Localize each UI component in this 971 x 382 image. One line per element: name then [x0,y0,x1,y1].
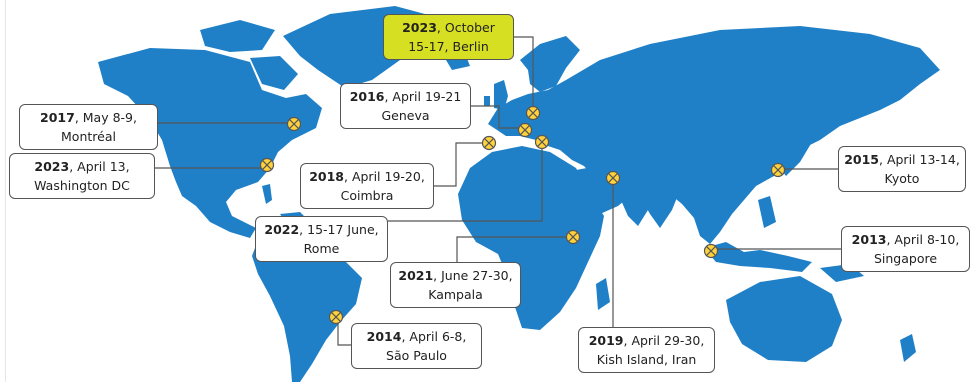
callout-date: , June 27-30, [433,268,513,283]
callout-kampala: 2021, June 27-30, Kampala [390,262,521,308]
japan-landmass [780,128,812,176]
callout-year: 2018 [309,169,344,184]
callout-place: Montréal [61,129,116,144]
baffin-landmass [250,56,298,90]
indonesia-landmass [704,242,812,272]
event-marker-washington-icon [259,157,275,173]
callout-kyoto: 2015, April 13-14, Kyoto [838,146,966,192]
event-marker-geneva-icon [517,122,533,138]
callout-year: 2022 [264,222,300,237]
callout-year: 2014 [366,329,402,344]
callout-year: 2015 [844,152,879,167]
callout-saopaulo: 2014, April 6-8, São Paulo [351,323,482,369]
callout-date: , October [436,20,495,35]
philippines-landmass [758,196,776,228]
callout-place: Washington DC [34,178,130,193]
leader-line-coimbra [434,142,489,187]
event-marker-berlin-icon [525,105,541,121]
callout-date: , April 6-8, [401,329,467,344]
callout-singapore: 2013, April 8-10, Singapore [841,226,970,272]
callout-date: , April 13-14, [879,152,960,167]
leader-line-geneva [471,105,525,129]
callout-kish: 2019, April 29-30, Kish Island, Iran [578,327,715,373]
leader-line-saopaulo [337,317,351,346]
callout-berlin: 2023, October 15-17, Berlin [383,14,514,60]
event-marker-rome-icon [534,134,550,150]
event-marker-kish-icon [605,170,621,186]
callout-date: , April 19-21 [384,89,462,104]
event-marker-montreal-icon [286,116,302,132]
callout-date: , April 19-20, [344,169,425,184]
australia-landmass [726,276,842,362]
callout-montreal: 2017, May 8-9, Montréal [19,104,158,150]
arctic-islands-landmass [200,20,275,52]
callout-place: Kampala [428,287,483,302]
scandinavia-landmass [520,36,580,92]
callout-rome: 2022, 15-17 June, Rome [255,216,388,262]
callout-date: , April 13, [69,159,130,174]
madagascar-landmass [596,278,610,310]
leader-line-kampala [456,236,573,262]
event-markers [259,105,786,325]
callout-place: São Paulo [386,348,447,363]
callout-year: 2016 [349,89,385,104]
callout-place: 15-17, Berlin [408,39,489,54]
british-isles-landmass [484,80,508,110]
leader-lines [155,36,841,346]
callout-date: , 15-17 June, [299,222,379,237]
callout-date: , April 29-30, [623,333,705,348]
callout-year: 2023 [34,159,70,174]
india-landmass [630,172,680,228]
africa-landmass [458,146,604,330]
callout-date: , April 8-10, [886,232,960,247]
callout-date: , May 8-9, [74,110,137,125]
callout-place: Coimbra [340,188,394,203]
event-marker-coimbra-icon [481,135,497,151]
callout-place: Geneva [381,108,430,123]
callout-washington: 2023, April 13, Washington DC [9,153,155,199]
event-marker-singapore-icon [703,243,719,259]
event-marker-kampala-icon [565,229,581,245]
landmasses [98,6,940,382]
left-frame-line [5,0,6,382]
leader-line-berlin [514,36,534,113]
new-zealand-landmass [900,334,916,362]
eurasia-landmass [488,26,940,244]
leader-line-rome [388,142,543,222]
callout-place: Singapore [873,251,938,266]
event-marker-kyoto-icon [770,162,786,178]
callout-coimbra: 2018, April 19-20, Coimbra [300,163,434,209]
callout-place: Rome [303,241,340,256]
callout-year: 2023 [402,20,437,35]
event-marker-saopaulo-icon [328,309,344,325]
callout-geneva: 2016, April 19-21 Geneva [340,83,471,129]
north-america-landmass [98,48,322,238]
callout-year: 2013 [851,232,887,247]
callout-year: 2021 [398,268,434,283]
callout-year: 2019 [588,333,624,348]
callout-place: Kish Island, Iran [596,352,697,367]
south-america-landmass [252,232,362,382]
callout-year: 2017 [40,110,75,125]
callout-place: Kyoto [884,171,920,186]
